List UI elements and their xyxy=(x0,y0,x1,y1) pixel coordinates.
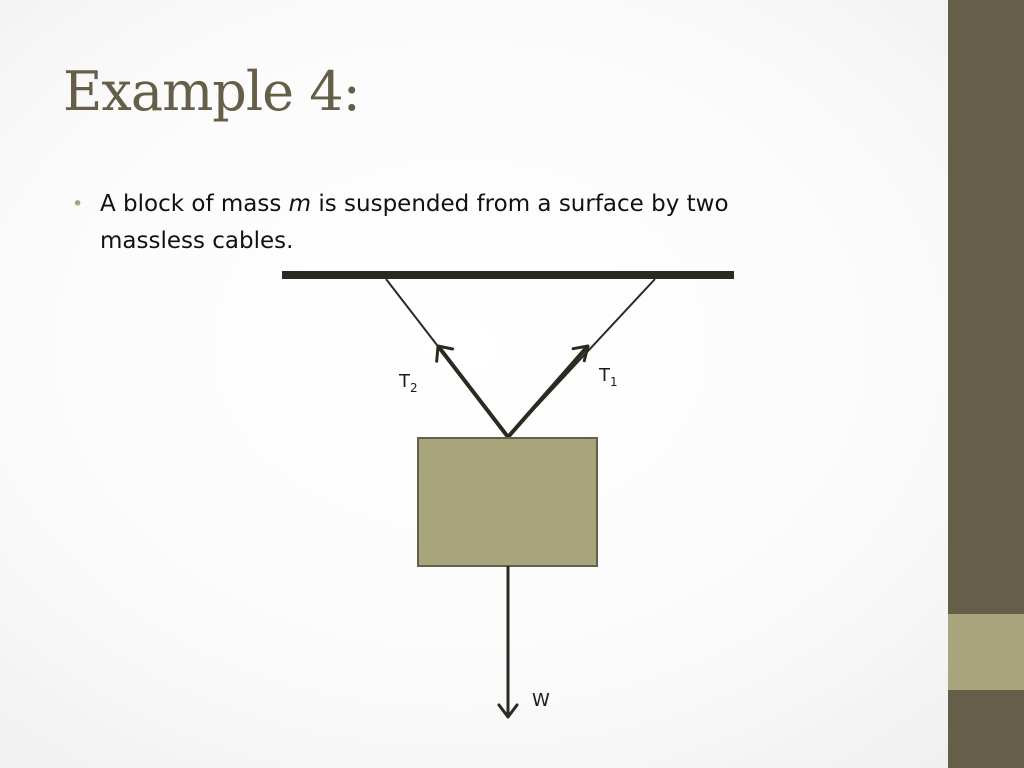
label-t1: T1 xyxy=(598,365,618,389)
label-t1-subscript: 1 xyxy=(610,375,618,389)
bullet-text-italic: m xyxy=(288,191,312,217)
tension-t1-arrowhead-icon xyxy=(571,344,590,363)
bullet-item: • A block of mass m is suspended from a … xyxy=(72,186,812,260)
slide-title: Example 4: xyxy=(63,60,361,123)
suspended-block xyxy=(417,437,598,567)
tension-t2-arrowhead-icon xyxy=(435,344,455,363)
label-w: W xyxy=(532,690,550,711)
tension-t2-vector xyxy=(436,344,510,439)
theme-sidebar-accent xyxy=(948,614,1024,690)
label-t2-subscript: 2 xyxy=(410,381,418,395)
label-t2: T2 xyxy=(398,371,418,395)
tension-t1-vector xyxy=(506,344,590,439)
bullet-dot-icon: • xyxy=(72,193,84,215)
label-t1-letter: T xyxy=(598,365,611,386)
bullet-list: • A block of mass m is suspended from a … xyxy=(72,186,812,260)
label-t2-letter: T xyxy=(398,371,411,392)
ceiling-surface xyxy=(282,271,734,279)
bullet-text-after: is suspended from a surface by two massl… xyxy=(100,191,729,254)
weight-arrowhead-icon xyxy=(497,703,519,719)
bullet-text-before: A block of mass xyxy=(100,191,289,217)
